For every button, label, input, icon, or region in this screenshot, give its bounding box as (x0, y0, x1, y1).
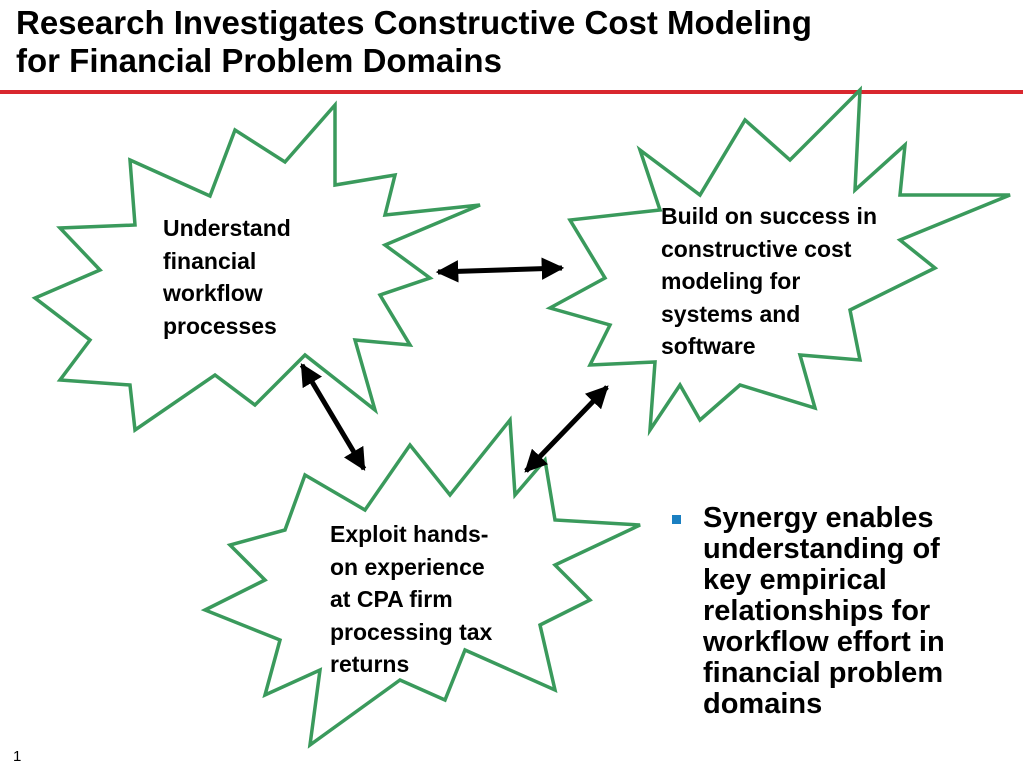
square-bullet-icon (672, 515, 681, 524)
burst-cpa-line-2: on experience (330, 553, 485, 580)
bullet-line-5: workflow effort in (703, 626, 945, 658)
bullet-line-4: relationships for (703, 595, 931, 627)
title-line-1: Research Investigates Constructive Cost … (16, 4, 812, 41)
burst-cpa-line-1: Exploit hands- (330, 521, 489, 547)
arrow-cost-modeling-cpa (524, 385, 609, 473)
bullet-line-7: domains (703, 688, 823, 720)
bullet-line-3: key empirical (703, 564, 887, 596)
bullet-line-6: financial problem (703, 657, 944, 689)
burst-cpa-line-5: returns (330, 651, 410, 677)
bullet-synergy-text: Synergy enables understanding of key emp… (703, 503, 945, 720)
arrow-workflow-cpa (299, 363, 367, 471)
title-line-2: for Financial Problem Domains (16, 42, 502, 79)
page-number: 1 (13, 748, 22, 765)
burst-cost-modeling-text: Build on success in constructive cost mo… (661, 200, 877, 363)
burst-cost-modeling-line-2: constructive cost (661, 235, 852, 262)
slide-title: Research Investigates Constructive Cost … (16, 4, 1006, 80)
burst-workflow (31, 100, 481, 434)
burst-workflow-text: Understand financial workflow processes (163, 212, 291, 342)
burst-cost-modeling (545, 85, 1011, 437)
burst-workflow-line-1: Understand (163, 215, 291, 241)
title-divider (0, 90, 1023, 94)
bullet-line-1: Synergy enables (703, 502, 934, 534)
burst-cpa (200, 415, 641, 749)
burst-cost-modeling-line-1: Build on success in (661, 203, 877, 229)
burst-cpa-text: Exploit hands- on experience at CPA firm… (330, 518, 492, 681)
bullet-line-2: understanding of (703, 533, 940, 565)
burst-cost-modeling-line-5: software (661, 333, 756, 359)
bullet-synergy: Synergy enables understanding of key emp… (672, 503, 1002, 720)
burst-cost-modeling-line-4: systems and (661, 300, 801, 327)
burst-workflow-line-2: financial (163, 247, 257, 274)
arrow-workflow-cost-modeling (435, 257, 565, 283)
burst-workflow-line-3: workflow (163, 280, 263, 306)
burst-cost-modeling-line-3: modeling for (661, 268, 801, 294)
burst-workflow-line-4: processes (163, 312, 277, 339)
burst-cpa-line-3: at CPA firm (330, 586, 453, 612)
burst-cpa-line-4: processing tax (330, 618, 493, 645)
